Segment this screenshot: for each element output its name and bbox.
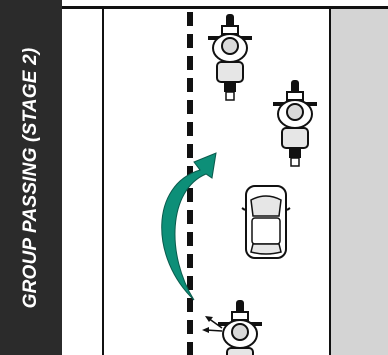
top-border: [62, 6, 388, 9]
car-icon: [242, 186, 290, 258]
road-shoulder: [330, 8, 388, 355]
